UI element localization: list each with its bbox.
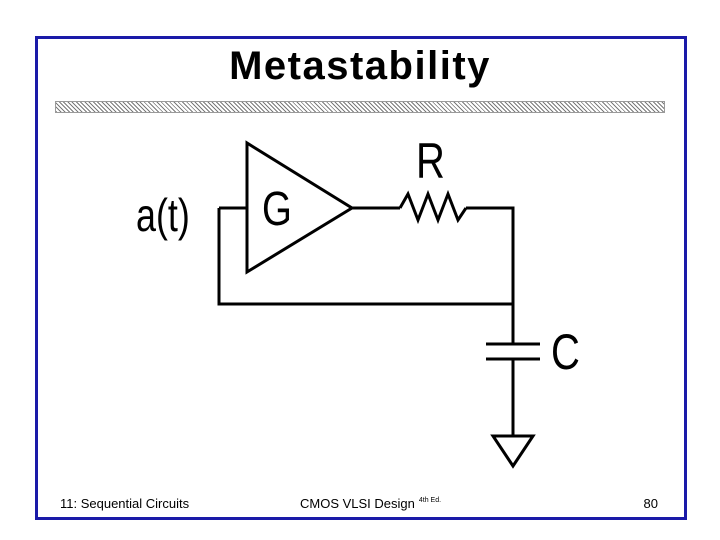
capacitor-label: C [551,324,580,380]
footer-edition: 4th Ed. [418,497,442,504]
footer-book-title: CMOS VLSI Design [300,496,415,511]
footer-page-number: 80 [643,496,658,511]
resistor-label: R [416,133,445,189]
ground-icon [490,434,536,469]
resistor-symbol [398,189,468,225]
input-label: a(t) [136,190,190,241]
title-underline [55,101,665,113]
slide-frame [35,36,687,520]
slide-title: Metastability [229,44,491,88]
footer-chapter: 11: Sequential Circuits [60,496,190,511]
amplifier-label: G [262,183,292,236]
feedback-wire [217,208,513,306]
resistor-output-wire [466,206,515,304]
